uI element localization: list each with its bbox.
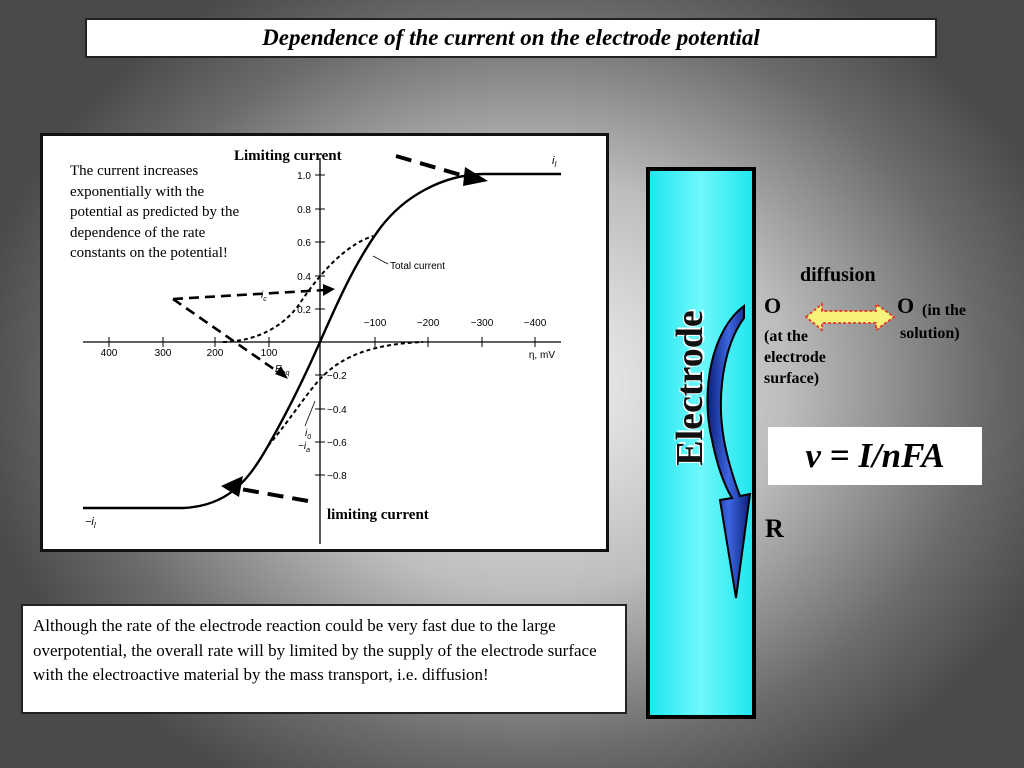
diffusion-label: diffusion (800, 264, 876, 286)
x-axis-label: η, mV (529, 350, 555, 361)
slide-title: Dependence of the current on the electro… (262, 25, 760, 50)
y-axis-ticks (315, 174, 325, 476)
rate-formula-box: v = I/nFA (768, 427, 982, 485)
il-label: il (552, 155, 556, 169)
total-current-leader (372, 255, 389, 265)
ia-label: −ia (298, 441, 310, 454)
x-tick-label: 300 (155, 348, 172, 359)
exponential-arrow-upper (172, 288, 326, 301)
o-surface-note: (at the electrode surface) (764, 328, 826, 387)
o-surface-label: O (764, 293, 782, 318)
exponential-note: The current increases exponentially with… (70, 163, 240, 261)
exponential-arrowhead-lower (275, 366, 288, 379)
limiting-current-top-label: Limiting current (234, 148, 342, 164)
x-tick-label: −400 (524, 318, 547, 329)
y-tick-label: −0.4 (327, 405, 347, 416)
x-tick-label: −100 (364, 318, 387, 329)
neg-il-label: −il (85, 516, 96, 530)
o-solution-note-1: (in the (922, 302, 966, 319)
total-current-label: Total current (390, 261, 445, 272)
y-tick-label: −0.6 (327, 438, 347, 449)
exponential-arrow-lower (172, 297, 282, 376)
anodic-current-curve (267, 341, 424, 447)
x-tick-label: 100 (261, 348, 278, 359)
rate-formula: v = I/nFA (805, 436, 945, 475)
exponential-arrowhead-upper (323, 284, 335, 296)
y-tick-label: 1.0 (297, 171, 311, 182)
title-box: Dependence of the current on the electro… (85, 18, 937, 58)
x-tick-label: 400 (101, 348, 118, 359)
o-solution-label: O (897, 293, 915, 318)
y-tick-label: 0.6 (297, 238, 311, 249)
ic-label: ic (261, 290, 267, 303)
bottom-limiting-arrow (234, 486, 309, 503)
top-limiting-arrow (395, 154, 472, 180)
electrode-label: Electrode (669, 310, 711, 466)
limiting-current-bottom-label: limiting current (327, 507, 429, 523)
i0-label: i0 (305, 428, 311, 441)
o-solution-note-2: solution) (900, 325, 960, 342)
y-tick-label: 0.4 (297, 272, 311, 283)
y-tick-label: 0.8 (297, 205, 311, 216)
r-label: R (765, 514, 784, 543)
total-current-curve (83, 172, 561, 510)
y-tick-label: −0.8 (327, 471, 347, 482)
x-tick-label: −300 (471, 318, 494, 329)
current-potential-plot: 1.0 0.8 0.6 0.4 0.2 −0.2 −0.4 −0.6 −0.8 … (83, 148, 561, 544)
y-tick-label: −0.2 (327, 371, 347, 382)
i0-leader (304, 400, 316, 427)
cathodic-current-curve (222, 235, 374, 343)
x-tick-label: −200 (417, 318, 440, 329)
explanation-box: Although the rate of the electrode react… (21, 604, 627, 714)
x-axis-ticks (108, 337, 536, 347)
plot-panel: 1.0 0.8 0.6 0.4 0.2 −0.2 −0.4 −0.6 −0.8 … (40, 133, 609, 552)
top-limiting-arrowhead (463, 167, 488, 186)
x-tick-label: 200 (207, 348, 224, 359)
bottom-limiting-arrowhead (221, 476, 243, 497)
y-tick-label: 0.2 (297, 305, 311, 316)
